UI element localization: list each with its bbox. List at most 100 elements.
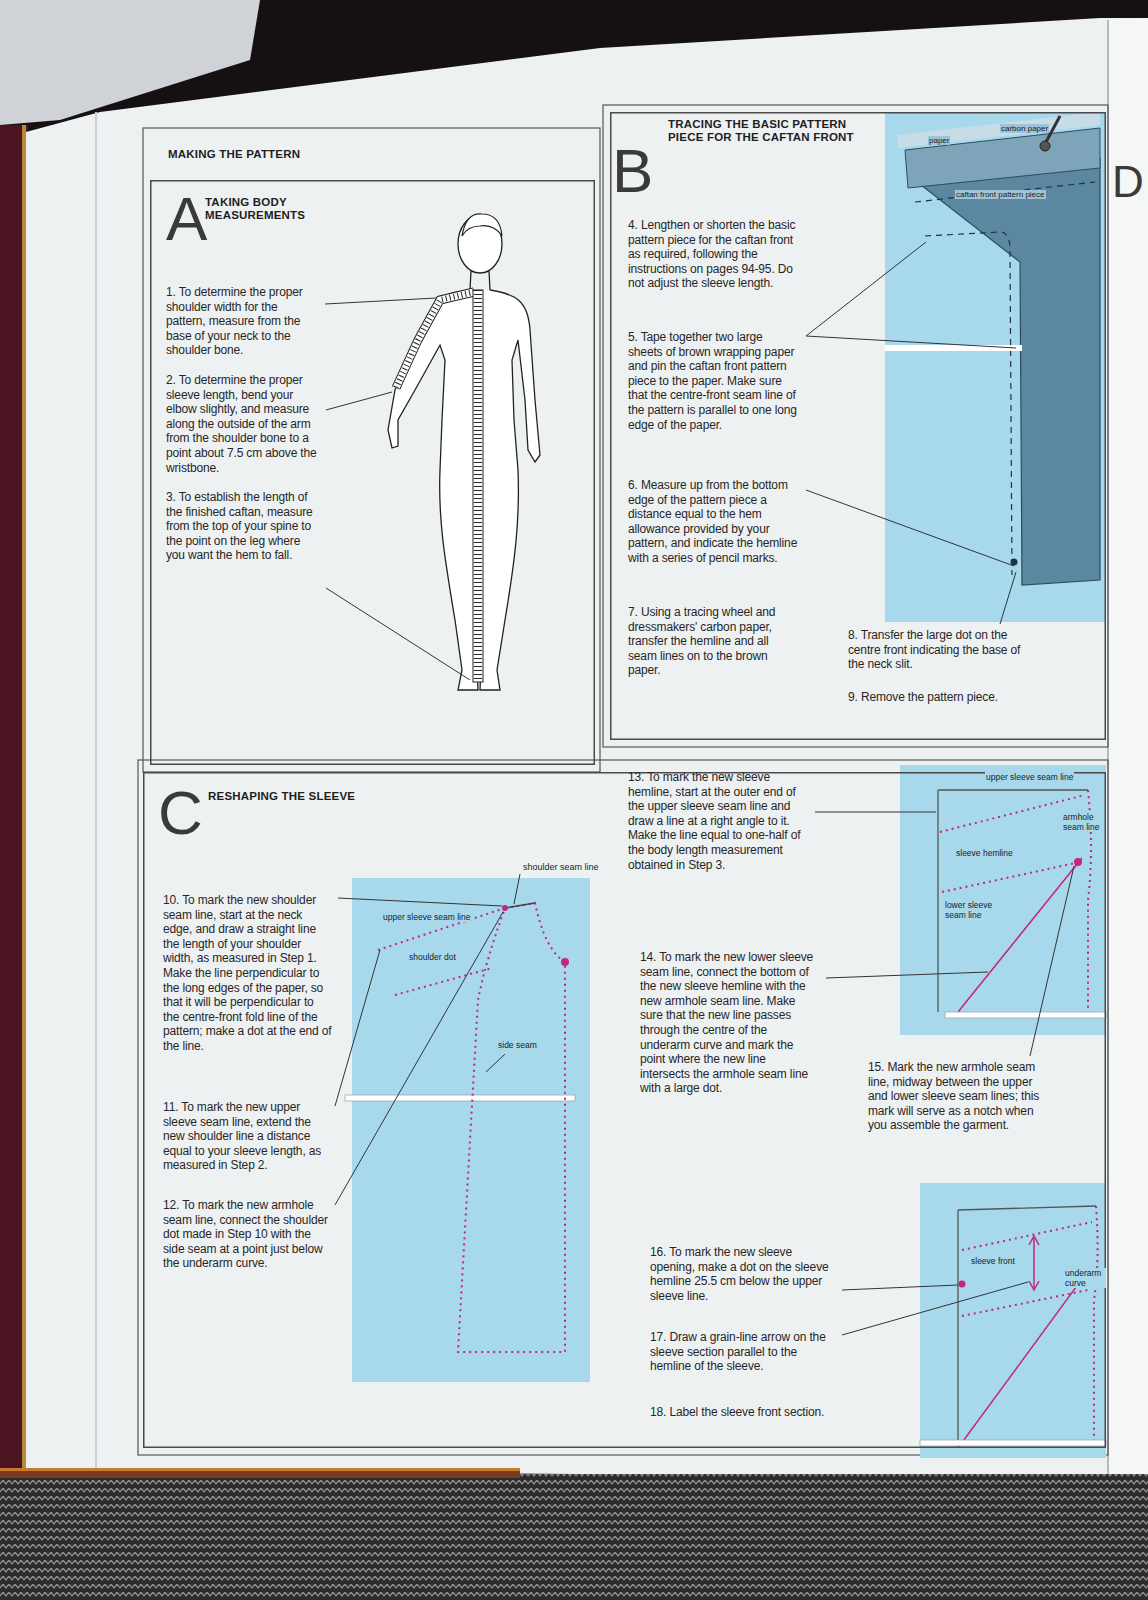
sleeve-illustration	[958, 858, 1082, 1012]
text-holder: MAKING THE PATTERN	[168, 148, 300, 161]
text-holder: B	[612, 140, 653, 202]
body-figure	[462, 214, 502, 236]
sleeve-front-illustration	[958, 1268, 1090, 1448]
step-text: 2. To determine the proper sleeve length…	[166, 373, 321, 475]
bodice-illustration	[505, 903, 535, 908]
instruction-panel: ATAKING BODY MEASUREMENTS 1. To determine…	[150, 180, 595, 765]
body-figure	[470, 271, 490, 290]
sleeve-illustration	[945, 1012, 1106, 1018]
figure-label: lower sleeve seam line	[944, 900, 1008, 920]
leader-line	[806, 242, 1016, 624]
instruction-panel: B TRACING THE BASIC PATTERN PIECE FOR THE…	[610, 112, 1106, 740]
leader-line	[1000, 572, 1016, 624]
figure-label: shoulder dot	[408, 952, 457, 962]
step-text: 11. To mark the new upper sleeve seam li…	[163, 1100, 328, 1173]
figure-label: armhole seam line	[1062, 812, 1104, 832]
text-holder: 9. Remove the pattern piece.	[848, 690, 1033, 705]
section-letter: B	[612, 140, 653, 202]
step-text: 6. Measure up from the bottom edge of th…	[628, 478, 800, 566]
leader-line	[326, 392, 392, 410]
sleeve-front-illustration	[958, 1206, 1096, 1210]
panel-frame	[603, 105, 1108, 747]
background	[0, 1468, 520, 1471]
section-heading: TAKING BODY MEASUREMENTS	[205, 196, 340, 222]
step-text: 15. Mark the new armhole seam line, midw…	[868, 1060, 1053, 1133]
text-holder: side seam	[497, 1040, 538, 1050]
text-holder: 14. To mark the new lower sleeve seam li…	[640, 950, 818, 1096]
leader-line	[326, 588, 470, 680]
leader-line	[335, 950, 380, 1106]
figure-label: sleeve hemline	[955, 848, 1014, 858]
text-holder: A	[166, 188, 207, 250]
text-holder: 13. To mark the new sleeve hemline, star…	[628, 770, 810, 872]
tracing-illustration	[915, 182, 1095, 202]
text-holder: shoulder seam line	[522, 862, 600, 873]
step-text: 7. Using a tracing wheel and dressmakers…	[628, 605, 800, 678]
background	[1108, 18, 1148, 1478]
instruction-panel: CRESHAPING THE SLEEVE10. To mark the new…	[143, 772, 1106, 1448]
step-text: 16. To mark the new sleeve opening, make…	[650, 1245, 835, 1303]
step-text: 1. To determine the proper shoulder widt…	[166, 285, 318, 358]
text-holder: upper sleeve seam line	[985, 772, 1074, 782]
background	[26, 18, 1148, 1478]
tracing-illustration	[885, 112, 1106, 622]
leader-line	[842, 1285, 958, 1290]
bodice-illustration	[345, 1095, 575, 1101]
tracing-illustration	[925, 232, 1012, 575]
measuring-tape	[396, 290, 483, 682]
text-holder: 18. Label the sleeve front section.	[650, 1405, 835, 1420]
bodice-illustration	[395, 968, 492, 995]
leader-line	[815, 812, 936, 813]
sleeve-illustration	[942, 862, 1080, 892]
text-holder: TRACING THE BASIC PATTERN PIECE FOR THE …	[668, 118, 873, 144]
measuring-tape	[474, 290, 482, 682]
figure-label: upper sleeve seam line	[382, 912, 471, 922]
step-text: 9. Remove the pattern piece.	[848, 690, 1033, 705]
background	[95, 112, 97, 1470]
tracing-illustration	[885, 112, 1106, 622]
illustration-panel: shoulder seam lineupper sleeve seam line…	[352, 878, 590, 1382]
figure-label: sleeve front	[970, 1256, 1016, 1266]
background	[0, 1468, 520, 1478]
sleeve-front-illustration	[920, 1183, 1106, 1458]
leader-line	[815, 812, 1074, 1056]
bodice-illustration	[345, 874, 590, 1382]
section-letter: C	[158, 782, 203, 844]
leader-line	[338, 898, 502, 906]
figure-label: shoulder seam line	[522, 862, 600, 873]
text-holder: 6. Measure up from the bottom edge of th…	[628, 478, 800, 566]
text-holder: TAKING BODY MEASUREMENTS	[205, 196, 340, 222]
sleeve-front-illustration	[920, 1183, 1106, 1458]
figure-label: side seam	[497, 1040, 538, 1050]
text-holder: 17. Draw a grain-line arrow on the sleev…	[650, 1330, 835, 1374]
illustration-panel: papercarbon papercaftan front pattern pi…	[885, 112, 1106, 622]
sleeve-illustration	[900, 765, 1106, 1035]
text-holder: C	[158, 782, 203, 844]
tracing-illustration	[905, 128, 1100, 188]
sleeve-front-illustration	[920, 1440, 1106, 1446]
text-holder: D	[1112, 160, 1144, 204]
tracing-illustration	[912, 158, 1100, 585]
tracing-illustration	[1011, 559, 1018, 566]
figure-label: paper	[928, 136, 950, 145]
leader-line	[325, 298, 470, 680]
text-holder: sleeve hemline	[955, 848, 1014, 858]
bodice-illustration	[458, 903, 565, 1352]
measuring-tape	[396, 292, 474, 388]
sleeve-front-illustration	[1094, 1206, 1098, 1440]
bodice-illustration	[352, 878, 590, 1382]
tracing-illustration	[1040, 141, 1050, 151]
sleeve-front-illustration	[1033, 1238, 1035, 1288]
text-holder: sleeve front	[970, 1256, 1016, 1266]
background	[0, 125, 28, 1475]
leader-line	[325, 298, 436, 304]
background	[22, 125, 26, 1475]
text-holder: 8. Transfer the large dot on the centre …	[848, 628, 1033, 672]
text-holder: underarm curve	[1064, 1268, 1106, 1288]
bodice-illustration	[486, 1054, 505, 1072]
bodice-illustration	[561, 958, 569, 966]
illustration-panel: upper sleeve seam line armhole seam line s…	[900, 765, 1106, 1035]
text-holder: upper sleeve seam line	[382, 912, 471, 922]
panel-frame	[143, 128, 600, 772]
